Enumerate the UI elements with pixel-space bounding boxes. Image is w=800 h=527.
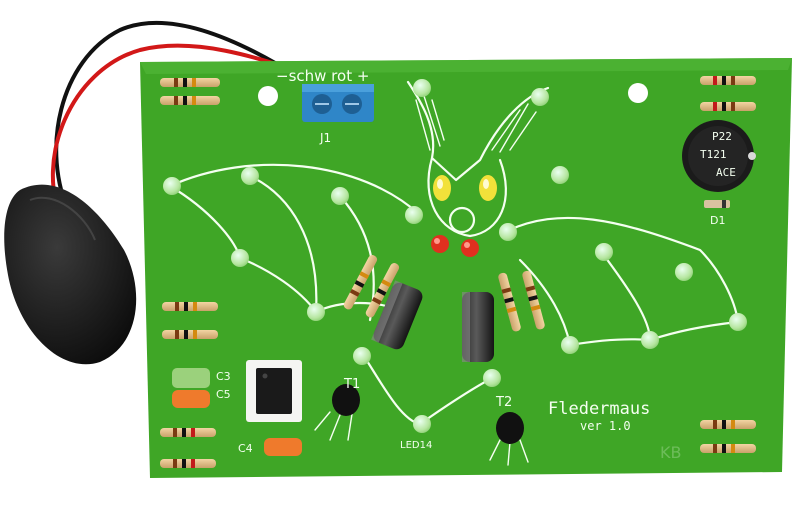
label-t1: T1 — [343, 377, 360, 392]
label-c5: C5 — [216, 388, 231, 401]
green-leds — [163, 79, 747, 433]
transistors — [332, 384, 524, 444]
label-t2: T2 — [495, 395, 512, 410]
terminal-block-j1 — [302, 84, 374, 122]
buzzer-text-t121: T121 — [700, 148, 727, 161]
j1-label: J1 — [319, 131, 331, 145]
kb-mark: KB — [660, 443, 681, 462]
label-d1: D1 — [710, 214, 725, 227]
connector-legend: −schw rot + — [276, 67, 369, 85]
board-version: ver 1.0 — [580, 419, 631, 433]
ic-chip — [246, 360, 302, 422]
mounting-hole-right — [628, 83, 648, 103]
label-c3: C3 — [216, 370, 231, 383]
mounting-hole-left — [258, 86, 278, 106]
pcb-board — [140, 58, 792, 478]
resistors — [160, 76, 756, 468]
buzzer-text-p22: P22 — [712, 130, 732, 143]
board-title: Fledermaus — [548, 399, 650, 419]
label-led14: LED14 — [400, 440, 432, 451]
buzzer — [682, 120, 756, 192]
diode-d1 — [704, 200, 730, 208]
label-c4: C4 — [238, 442, 253, 455]
battery-holder — [4, 184, 137, 365]
ceramic-capacitors — [172, 368, 302, 456]
eye-leds — [433, 175, 497, 201]
red-leds — [431, 235, 479, 257]
buzzer-text-ace: ACE — [716, 166, 736, 179]
electrolytic-capacitors — [371, 280, 494, 362]
